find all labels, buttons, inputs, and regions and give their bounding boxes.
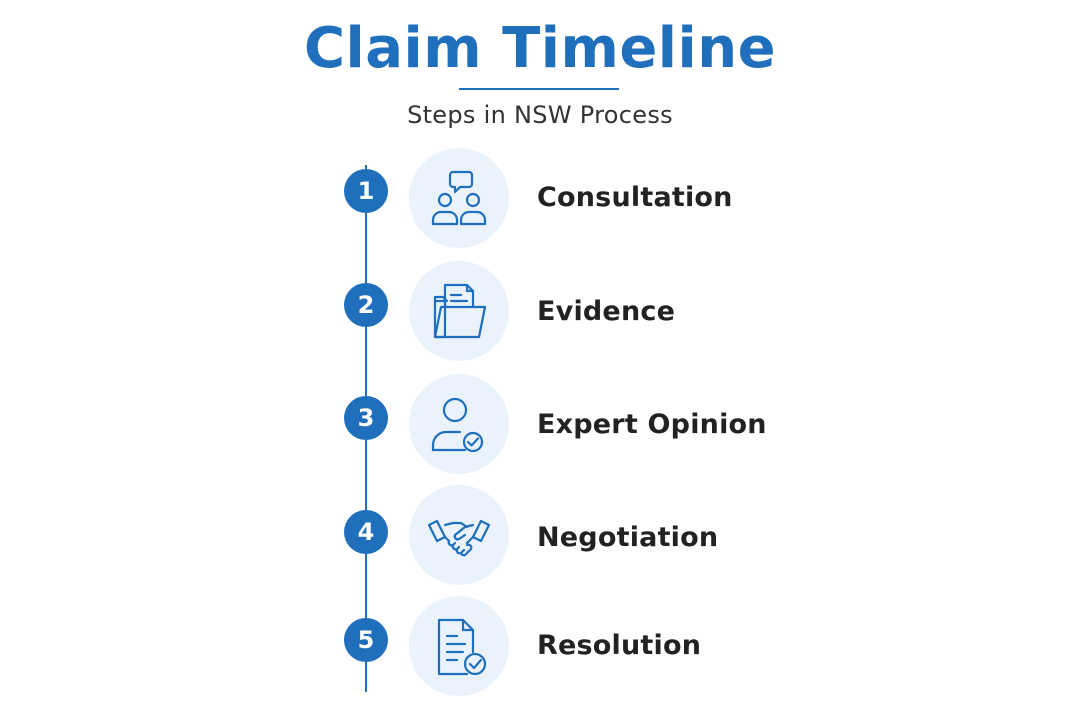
step-number-badge: 5 bbox=[344, 618, 388, 662]
step-number-badge: 4 bbox=[344, 510, 388, 554]
step-icon-circle bbox=[409, 374, 509, 474]
step-label: Expert Opinion bbox=[537, 409, 767, 440]
step-icon-circle bbox=[409, 261, 509, 361]
handshake-icon bbox=[427, 519, 491, 557]
checked-document-icon bbox=[437, 618, 487, 676]
verified-person-icon bbox=[431, 397, 484, 453]
step-number-badge: 3 bbox=[344, 396, 388, 440]
title-underline bbox=[459, 88, 619, 90]
step-icon-circle bbox=[409, 596, 509, 696]
step-label: Consultation bbox=[537, 182, 733, 213]
consultation-icon bbox=[431, 170, 487, 226]
timeline-step-expert-opinion: 3 Expert Opinion bbox=[0, 374, 1080, 474]
step-number-badge: 1 bbox=[344, 169, 388, 213]
timeline-step-consultation: 1 Consultation bbox=[0, 148, 1080, 248]
page-subtitle: Steps in NSW Process bbox=[407, 101, 673, 129]
folder-documents-icon bbox=[433, 283, 487, 339]
page-title: Claim Timeline bbox=[303, 16, 777, 81]
step-icon-circle bbox=[409, 148, 509, 248]
timeline-step-evidence: 2 Evidence bbox=[0, 261, 1080, 361]
timeline-step-negotiation: 4 Negotiation bbox=[0, 485, 1080, 585]
step-number-badge: 2 bbox=[344, 283, 388, 327]
step-label: Negotiation bbox=[537, 522, 719, 553]
step-icon-circle bbox=[409, 485, 509, 585]
step-label: Evidence bbox=[537, 296, 676, 327]
timeline-step-resolution: 5 Resolution bbox=[0, 596, 1080, 696]
step-label: Resolution bbox=[537, 630, 702, 661]
